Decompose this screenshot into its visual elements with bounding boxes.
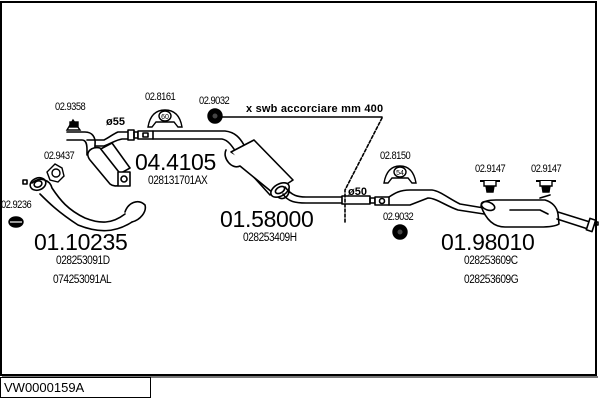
gasket-02-9236-icon[interactable]: [8, 216, 24, 228]
frame-shadow: [2, 376, 598, 378]
gasket-02-9437-icon[interactable]: [46, 163, 65, 183]
oem-number-rear-silencer-1: 028253609C: [464, 255, 518, 267]
oem-number-front-pipe-1: 028253091D: [56, 255, 110, 267]
hanger-02-9358-icon[interactable]: [65, 118, 82, 131]
accessory-code-02-9147-right: 02.9147: [531, 163, 562, 175]
rear-silencer-drawing[interactable]: [388, 189, 599, 233]
diagram-frame: [0, 1, 597, 376]
diameter-front: ø55: [106, 116, 125, 128]
diagram-code-box: VW0000159A: [0, 377, 151, 398]
clamp-size: 60: [161, 114, 169, 121]
shortening-note: x swb accorciare mm 400: [246, 103, 384, 115]
clamp-02-8150-icon[interactable]: 54: [383, 165, 417, 184]
clamp-02-8161-icon[interactable]: 60: [147, 109, 183, 128]
middle-silencer-drawing[interactable]: [152, 130, 390, 206]
front-pipe-drawing[interactable]: [22, 176, 147, 232]
part-number-front-pipe[interactable]: 01.10235: [34, 229, 128, 255]
oem-number-catalytic-converter: 028131701AX: [148, 175, 208, 187]
accessory-code-02-9236: 02.9236: [1, 199, 32, 211]
clamp-size: 54: [396, 170, 404, 177]
part-number-rear-silencer[interactable]: 01.98010: [441, 229, 535, 255]
oem-number-rear-silencer-2: 028253609G: [464, 274, 519, 286]
diameter-middle: ø50: [348, 186, 367, 198]
part-number-middle-silencer[interactable]: 01.58000: [220, 206, 314, 232]
accessory-code-02-9032-bottom: 02.9032: [383, 211, 414, 223]
mount-02-9147-left-icon[interactable]: [480, 180, 500, 193]
accessory-code-02-9032-top: 02.9032: [199, 95, 230, 107]
accessory-code-02-8161: 02.8161: [145, 91, 176, 103]
rubber-ring-02-9032-bottom-icon[interactable]: [392, 224, 408, 240]
rubber-ring-02-9032-top-icon[interactable]: [207, 108, 223, 124]
accessory-code-02-9147-left: 02.9147: [475, 163, 506, 175]
catalytic-converter-drawing[interactable]: [66, 129, 154, 187]
accessory-code-02-9437: 02.9437: [44, 150, 75, 162]
part-number-catalytic-converter[interactable]: 04.4105: [135, 149, 217, 175]
mount-02-9147-right-icon[interactable]: [536, 180, 556, 193]
accessory-code-02-8150: 02.8150: [380, 150, 411, 162]
oem-number-middle-silencer: 028253409H: [243, 232, 297, 244]
leader-line: [344, 117, 383, 223]
accessory-code-02-9358: 02.9358: [55, 101, 86, 113]
oem-number-front-pipe-2: 074253091AL: [53, 274, 112, 286]
